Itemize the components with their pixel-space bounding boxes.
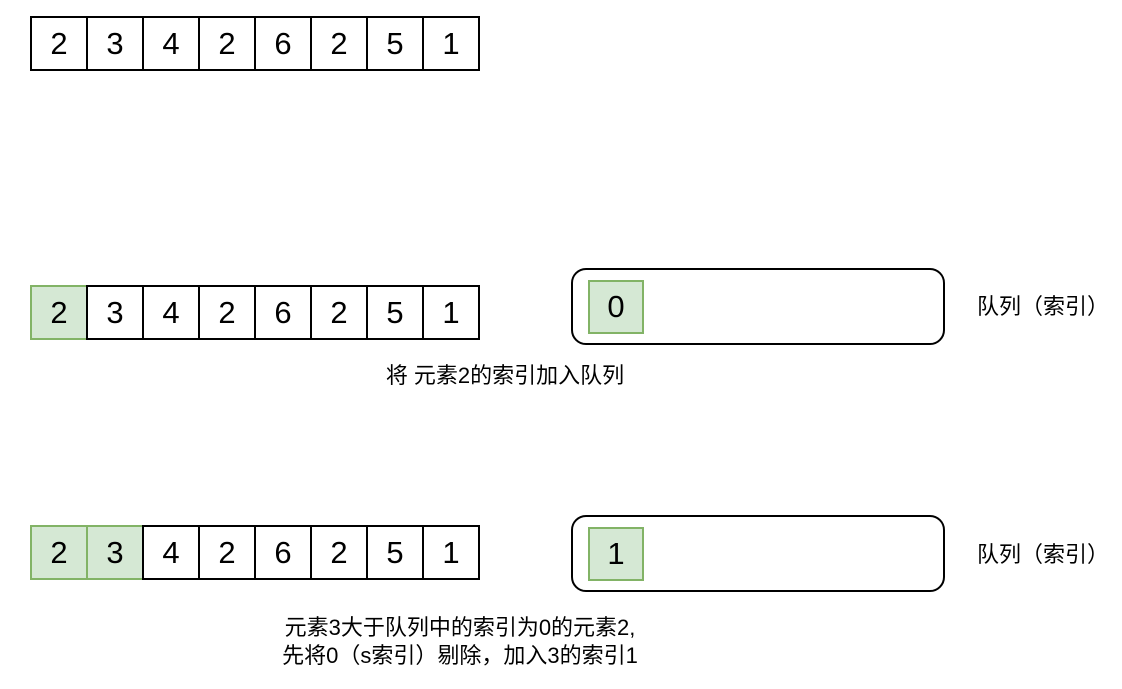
array-cell: 5 <box>366 16 424 71</box>
array-cell: 4 <box>142 525 200 580</box>
array-cell: 1 <box>422 285 480 340</box>
array-cell: 5 <box>366 525 424 580</box>
array-cell: 1 <box>422 16 480 71</box>
queue-label-step1: 队列（索引） <box>977 294 1110 319</box>
array-cell: 3 <box>86 525 144 580</box>
array-cell: 3 <box>86 16 144 71</box>
array-cell: 6 <box>254 525 312 580</box>
queue-item: 1 <box>588 526 644 581</box>
caption-step2-line1: 元素3大于队列中的索引为0的元素2, <box>284 615 636 640</box>
array-initial: 2 3 4 2 6 2 5 1 <box>30 16 480 71</box>
array-cell: 6 <box>254 16 312 71</box>
array-cell: 2 <box>30 525 88 580</box>
array-cell: 4 <box>142 285 200 340</box>
array-cell: 2 <box>310 16 368 71</box>
array-cell: 2 <box>198 525 256 580</box>
array-cell: 6 <box>254 285 312 340</box>
array-cell: 2 <box>30 285 88 340</box>
array-cell: 4 <box>142 16 200 71</box>
array-cell: 5 <box>366 285 424 340</box>
array-cell: 2 <box>198 285 256 340</box>
array-cell: 2 <box>310 525 368 580</box>
array-cell: 3 <box>86 285 144 340</box>
queue-box-step1: 0 <box>571 268 945 345</box>
caption-step2: 元素3大于队列中的索引为0的元素2, 先将0（s索引）剔除，加入3的索引1 <box>30 614 890 670</box>
array-cell: 1 <box>422 525 480 580</box>
array-cell: 2 <box>310 285 368 340</box>
caption-step1: 将 元素2的索引加入队列 <box>385 363 625 388</box>
array-cell: 2 <box>30 16 88 71</box>
queue-item: 0 <box>588 279 644 334</box>
queue-label-step2: 队列（索引） <box>977 542 1110 567</box>
queue-box-step2: 1 <box>571 515 945 592</box>
caption-step2-line2: 先将0（s索引）剔除，加入3的索引1 <box>282 643 638 668</box>
array-cell: 2 <box>198 16 256 71</box>
array-step1: 2 3 4 2 6 2 5 1 <box>30 285 480 340</box>
array-step2: 2 3 4 2 6 2 5 1 <box>30 525 480 580</box>
